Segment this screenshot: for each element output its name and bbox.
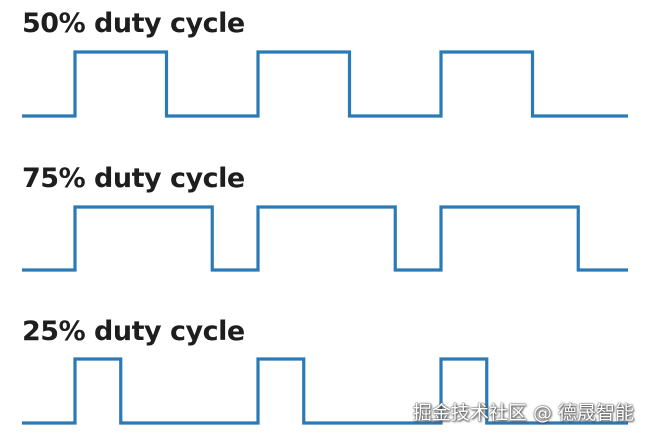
title-75-duty-cycle: 75% duty cycle: [22, 163, 245, 194]
square-wave-50: [22, 50, 628, 118]
title-25-duty-cycle: 25% duty cycle: [22, 316, 245, 347]
square-wave-75: [22, 205, 628, 272]
watermark: 掘金技术社区 @ 德晟智能: [412, 402, 634, 424]
title-50-duty-cycle: 50% duty cycle: [22, 8, 245, 39]
square-wave-25: [22, 357, 628, 425]
